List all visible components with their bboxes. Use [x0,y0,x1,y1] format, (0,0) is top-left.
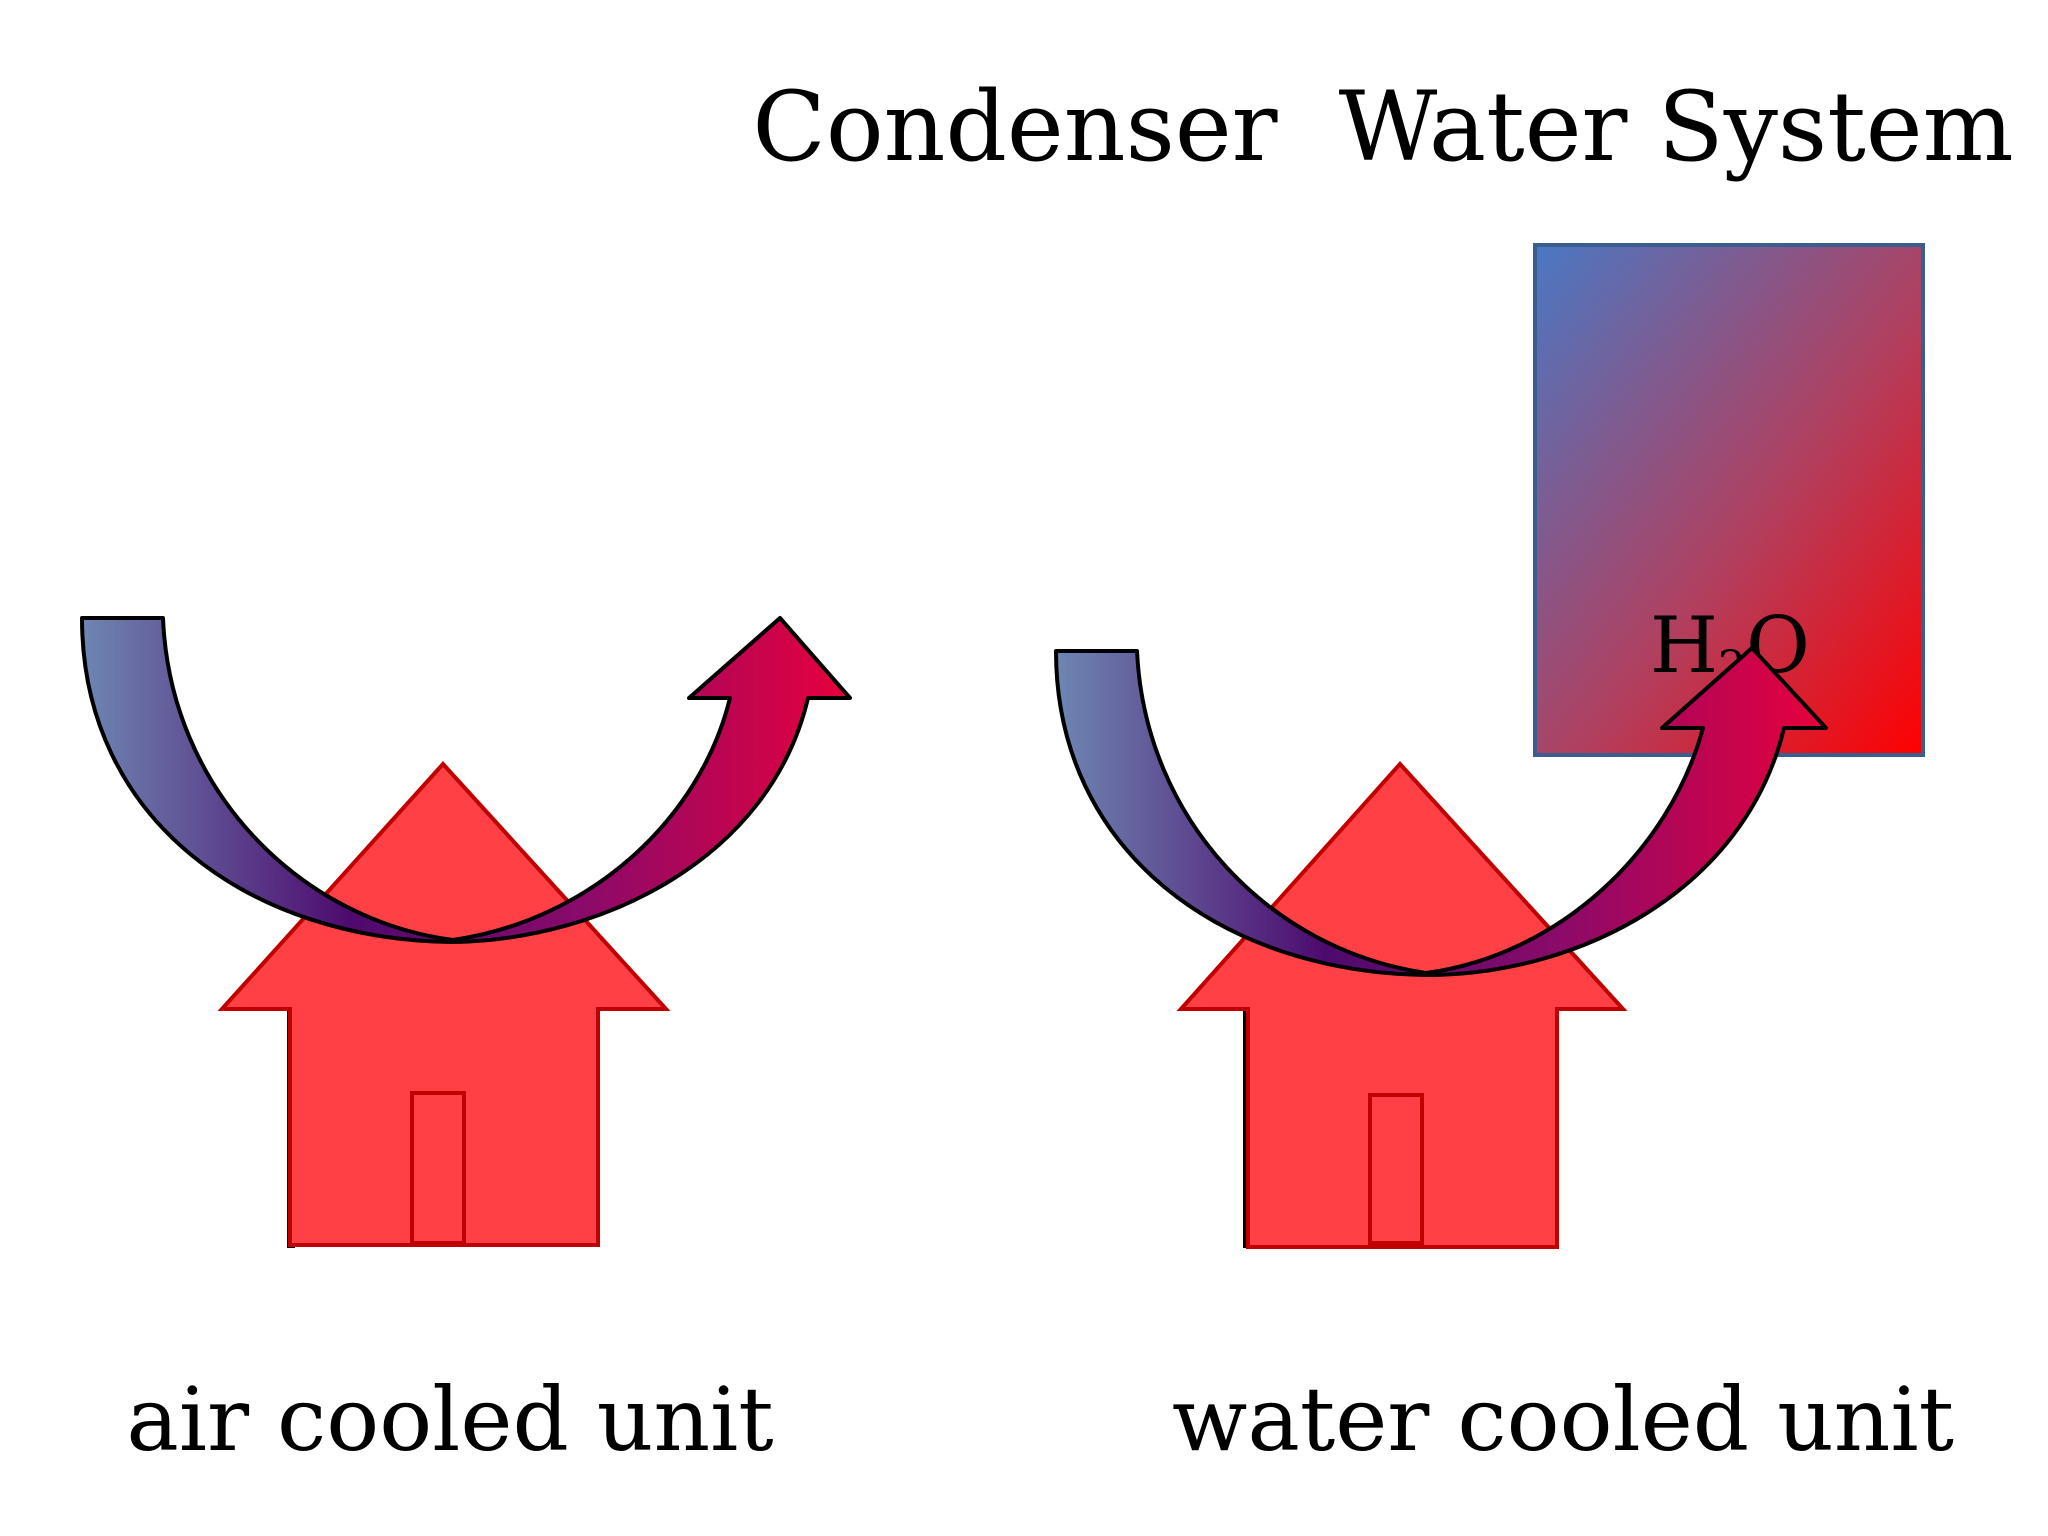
diagram-title: Condenser Water System [752,71,2013,183]
house-body [217,761,671,1247]
house-water-cooled [1176,761,1628,1249]
house-door [410,1091,466,1245]
heat-flow-arrow-left [80,616,852,944]
house-body [1176,761,1628,1249]
unit-label-water-cooled: water cooled unit [1172,1368,1954,1471]
heat-flow-arrow-right [1054,646,1828,977]
house-door [1368,1093,1424,1245]
unit-label-air-cooled: air cooled unit [126,1368,773,1471]
house-air-cooled [217,761,671,1248]
